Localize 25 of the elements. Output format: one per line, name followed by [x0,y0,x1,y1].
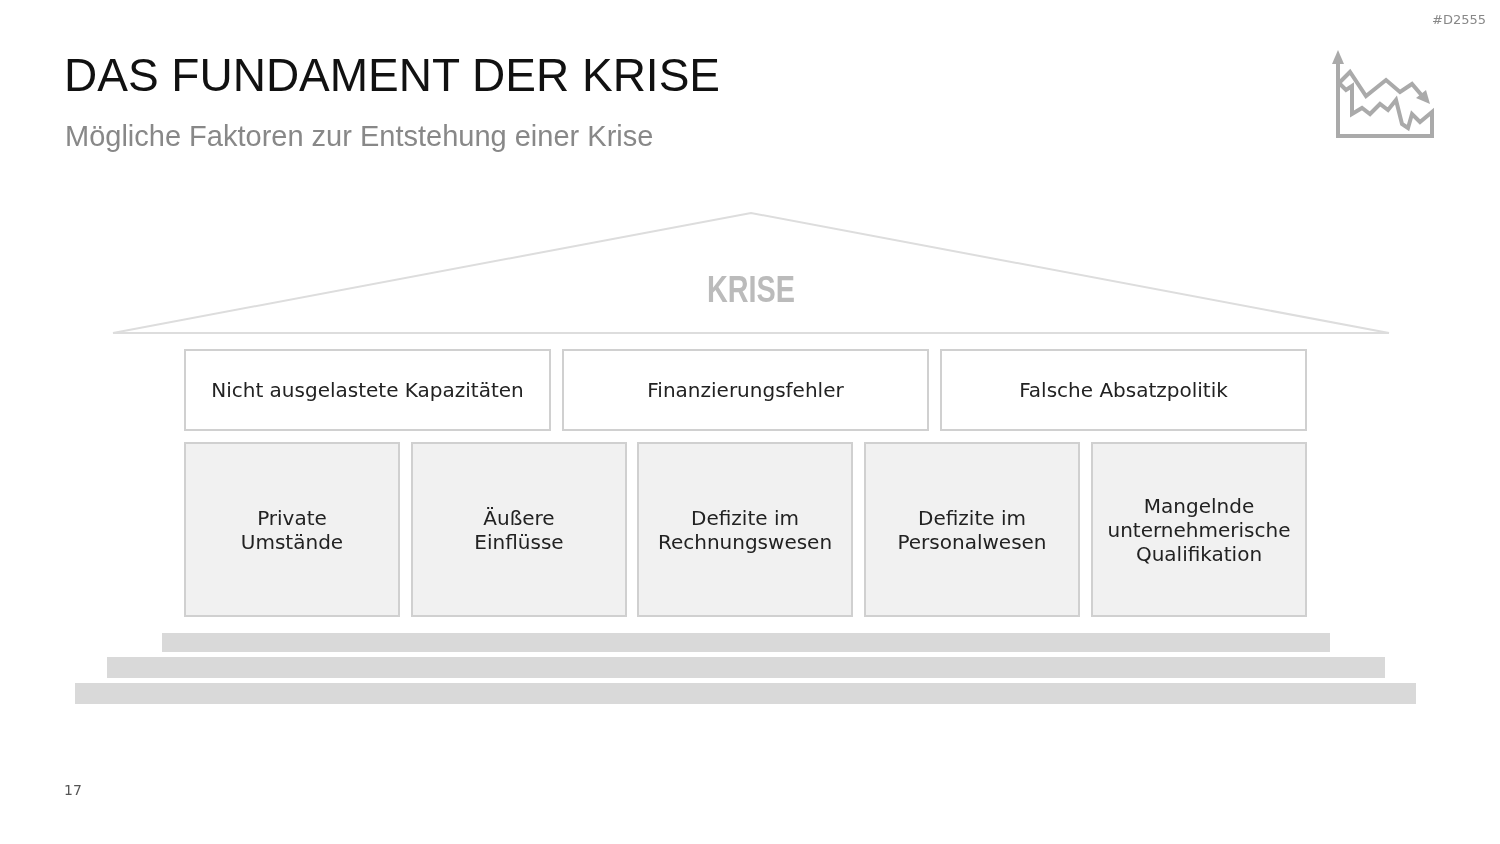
subtitle: Mögliche Faktoren zur Entstehung einer Krise [65,120,654,153]
pillar-box [1091,442,1307,617]
factor-box [940,349,1307,431]
pillar-box [411,442,627,617]
box-label: Private Umstände [239,505,345,554]
step-bar [107,657,1385,678]
box-label: Mangelnde unternehmerische Qualifikation [1106,493,1292,566]
step-bar [75,683,1416,704]
box-label: Äußere Einflüsse [473,505,565,554]
box-label: Finanzierungsfehler [647,378,844,402]
factor-box [562,349,929,431]
box-label: Falsche Absatzpolitik [1019,378,1228,402]
pillar-box [864,442,1080,617]
pillar-box [184,442,400,617]
box-label: Nicht ausgelastete Kapazitäten [211,378,524,402]
roof-triangle [112,212,1390,334]
roof-label: KRISE [707,268,795,312]
slide-code: #D2555 [1432,12,1486,27]
factor-box [184,349,551,431]
step-bar [162,633,1330,652]
box-label: Defizite im Rechnungswesen [656,505,834,554]
page-number: 17 [64,782,82,798]
box-label: Defizite im Personalwesen [896,505,1048,554]
slide-title: DAS FUNDAMENT DER KRISE [64,48,721,102]
pillar-box [637,442,853,617]
